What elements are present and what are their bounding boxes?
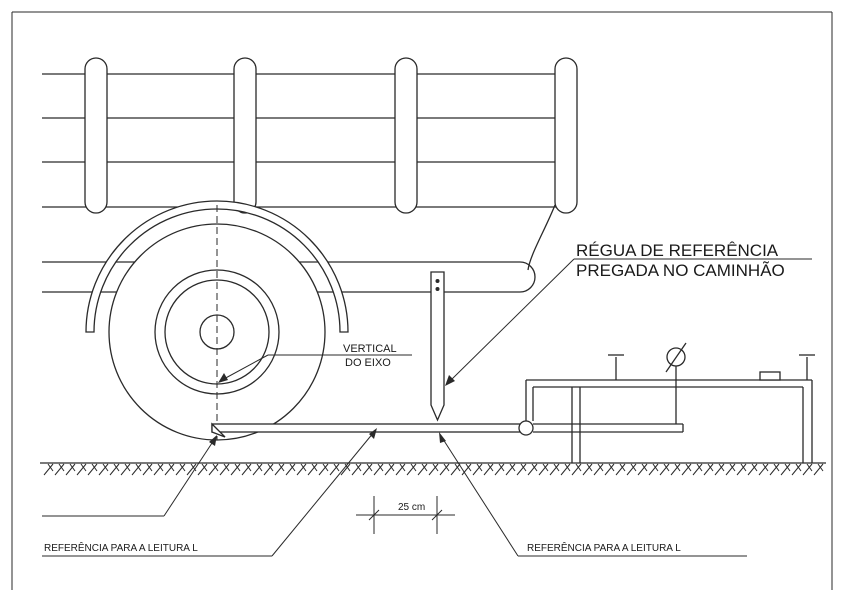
axle-label: VERTICAL DO EIXO — [218, 343, 412, 383]
truck-wheel — [108, 205, 326, 441]
diagram-border — [11, 11, 833, 590]
benkelman-beam — [211, 342, 815, 463]
reading-ref-left-text: REFERÊNCIA PARA A LEITURA L — [44, 541, 198, 554]
truck-stake — [84, 57, 108, 214]
axle-label-line-2: DO EIXO — [345, 357, 391, 369]
wheel-fender — [85, 200, 349, 333]
truck-body — [42, 57, 578, 293]
reading-ref-left: REFERÊNCIA PARA A LEITURA L — [42, 428, 377, 557]
truck-stake — [554, 57, 578, 214]
dimension-25cm: 25 cm — [356, 496, 455, 534]
ruler-label: RÉGUA DE REFERÊNCIA PREGADA NO CAMINHÃO — [445, 241, 812, 386]
reading-ref-right-text: REFERÊNCIA PARA A LEITURA L — [527, 541, 681, 554]
truck-stake — [233, 57, 257, 214]
ruler-label-line-2: PREGADA NO CAMINHÃO — [576, 261, 785, 280]
reading-ref-right: REFERÊNCIA PARA A LEITURA L — [439, 432, 747, 557]
truck-stake — [394, 57, 418, 214]
ground — [40, 462, 826, 476]
reference-ruler — [430, 271, 445, 422]
dimension-label: 25 cm — [398, 502, 425, 513]
ruler-label-line-1: RÉGUA DE REFERÊNCIA — [576, 241, 779, 260]
axle-label-line-1: VERTICAL — [343, 343, 397, 355]
